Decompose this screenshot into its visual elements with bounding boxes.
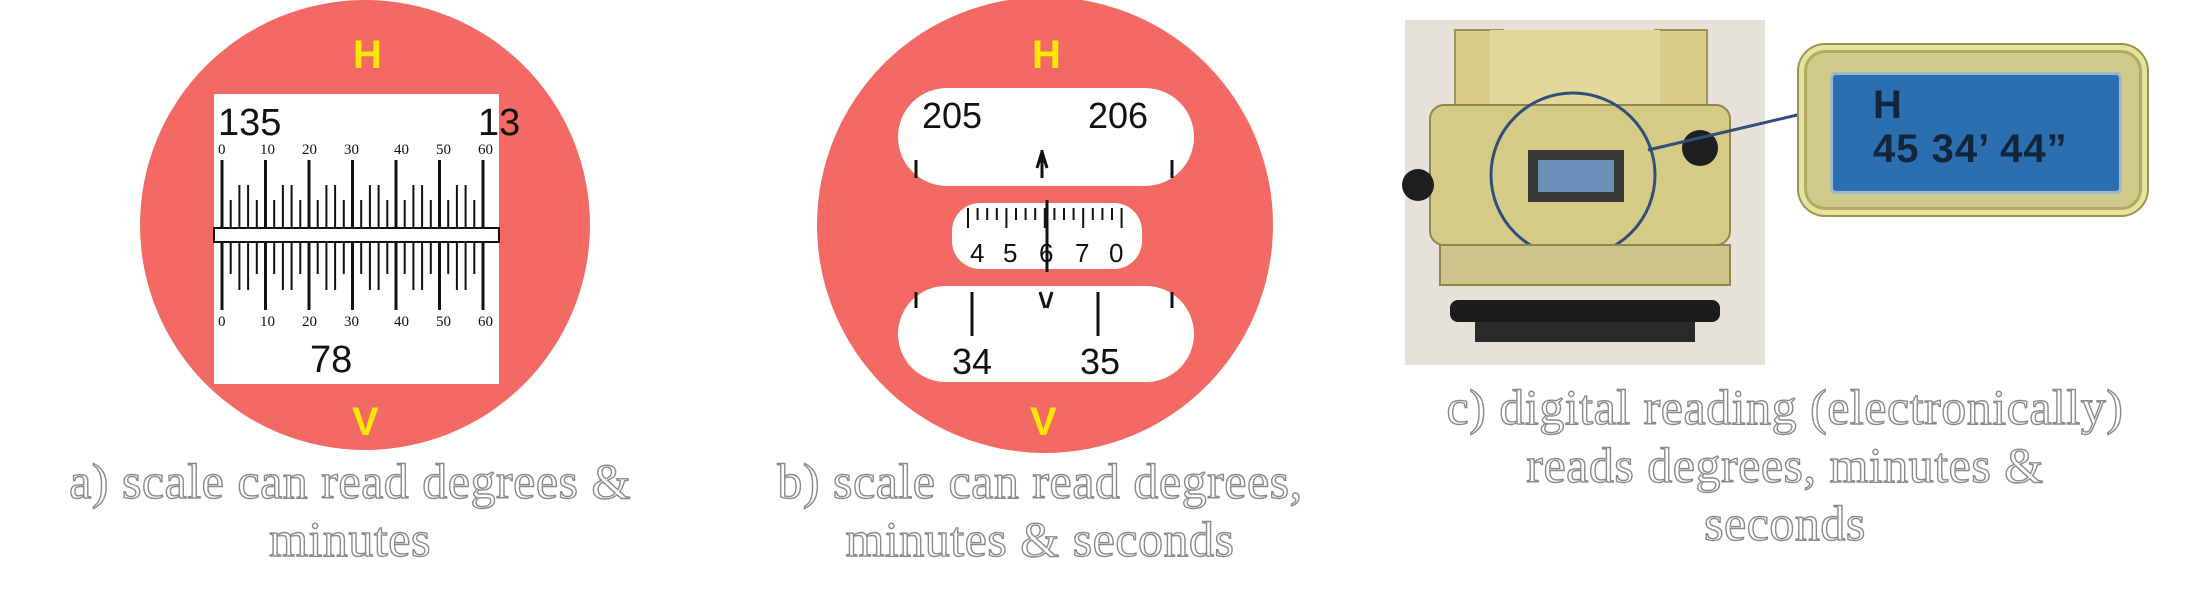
lower-window-ticks: [914, 291, 1174, 336]
upper-window: [898, 88, 1194, 186]
lower-tick-label: 20: [302, 314, 317, 330]
alidade-base: [1439, 244, 1731, 286]
caption-a-line1: a) scale can read degrees &: [68, 452, 631, 509]
caption-c-line3: seconds: [1703, 494, 1866, 551]
lower-tick-label: 10: [260, 314, 275, 330]
micrometer-numbers: 4 5 6 7 0: [970, 238, 1123, 268]
upper-degree-next: 13: [478, 102, 520, 144]
upper-scale-ticks: [220, 160, 485, 228]
panel-c-digital-reading: H 45 34’ 44” c) digital reading (electro…: [1380, 0, 2190, 595]
lower-degree-1: 34: [952, 341, 992, 382]
upper-tick-label: 60: [478, 142, 493, 158]
theodolite-illustration: [1402, 20, 1811, 365]
label-h: H: [353, 33, 382, 77]
upper-minute-tick-labels: 0 10 20 30 40 50 60: [218, 142, 493, 158]
label-v: V: [1030, 400, 1057, 444]
panel-a-scale-reading: H V 135 13 0 10 20 30 40 50 60 0 10 20 3…: [0, 0, 700, 595]
lower-minute-tick-labels: 0 10 20 30 40 50 60: [218, 314, 493, 330]
upper-tick-label: 0: [218, 142, 226, 158]
index-bar: [213, 227, 500, 243]
lower-tick-label: 0: [218, 314, 226, 330]
upper-degree-2: 206: [1088, 95, 1148, 136]
label-v: V: [352, 400, 379, 444]
panel-b-dial: H V 205 206 4 5 6 7 0: [817, 0, 1273, 453]
micrometer-ticks: [967, 208, 1123, 228]
lower-degree-2: 35: [1080, 341, 1120, 382]
lower-window: [898, 286, 1194, 382]
micrometer-number: 0: [1109, 238, 1123, 268]
tribrach: [1450, 300, 1720, 322]
instrument-display: [1538, 160, 1614, 192]
panel-a-dial: H V 135 13 0 10 20 30 40 50 60 0 10 20 3…: [140, 0, 590, 450]
digital-display-callout: H 45 34’ 44”: [1799, 45, 2147, 215]
caption-b-line1: b) scale can read degrees,: [777, 452, 1303, 509]
lower-scale-ticks: [220, 242, 485, 310]
base-plate: [1475, 322, 1695, 342]
display-line-h: H: [1873, 83, 1902, 127]
caption-a: a) scale can read degrees & minutes: [0, 452, 700, 568]
caption-c-line2: reads degrees, minutes &: [1526, 436, 2044, 493]
lower-tick-label: 50: [436, 314, 451, 330]
upper-tick-label: 20: [302, 142, 317, 158]
lower-tick-label: 30: [344, 314, 359, 330]
micrometer-number: 5: [1003, 238, 1017, 268]
caption-b-line2: minutes & seconds: [845, 510, 1235, 567]
caption-c: c) digital reading (electronically) read…: [1380, 378, 2190, 552]
lower-tick-label: 40: [394, 314, 409, 330]
micrometer-number: 4: [970, 238, 984, 268]
caption-a-line2: minutes: [268, 510, 431, 567]
knob-left: [1402, 169, 1434, 201]
digital-display-screen: H 45 34’ 44”: [1830, 72, 2122, 194]
display-line-angle: 45 34’ 44”: [1873, 127, 2068, 171]
upper-tick-label: 30: [344, 142, 359, 158]
micrometer-number: 7: [1075, 238, 1089, 268]
micrometer-number: 6: [1039, 238, 1053, 268]
upper-tick-label: 10: [260, 142, 275, 158]
caption-b: b) scale can read degrees, minutes & sec…: [700, 452, 1380, 568]
lower-degree: 78: [310, 339, 352, 381]
caption-c-line1: c) digital reading (electronically): [1446, 378, 2124, 435]
upper-tick-label: 40: [394, 142, 409, 158]
upper-degree: 135: [218, 102, 281, 144]
upper-window-ticks: [914, 150, 1174, 178]
upper-tick-label: 50: [436, 142, 451, 158]
label-h: H: [1032, 33, 1061, 77]
upper-degree-1: 205: [922, 95, 982, 136]
lower-tick-label: 60: [478, 314, 493, 330]
panel-b-micrometer-reading: H V 205 206 4 5 6 7 0: [700, 0, 1380, 595]
callout-line: [1647, 110, 1811, 152]
